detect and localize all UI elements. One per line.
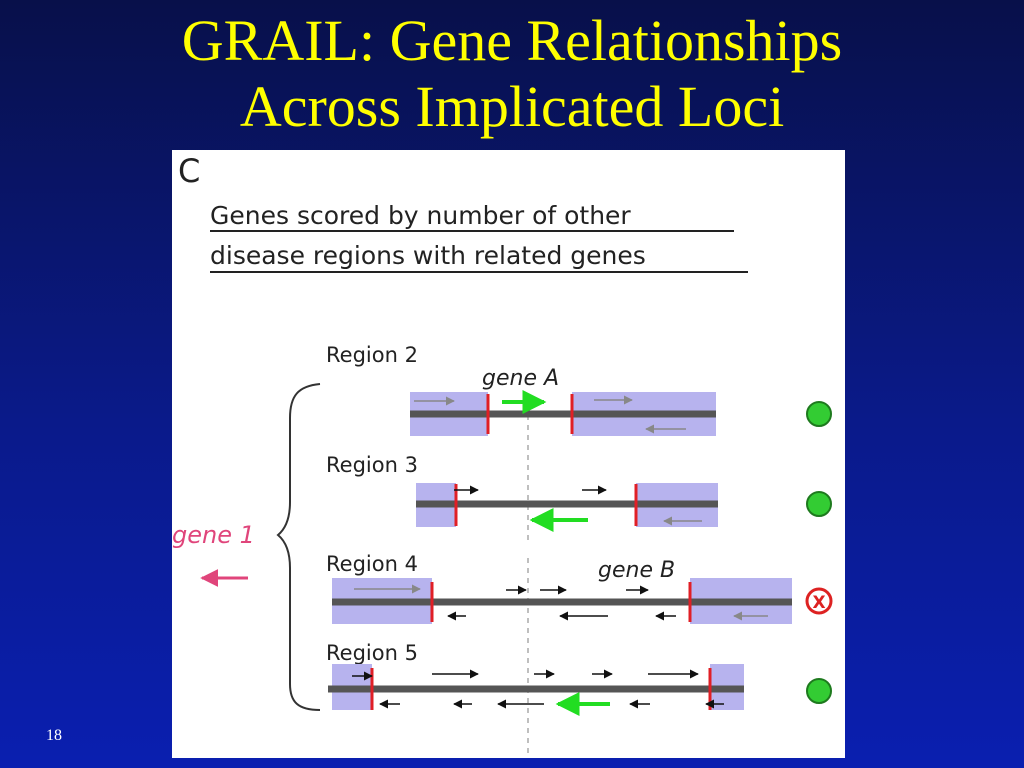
panel-heading-line-2: disease regions with related genes bbox=[210, 241, 646, 270]
slide-number: 18 bbox=[46, 727, 62, 744]
unrelated-mark: X bbox=[812, 593, 825, 613]
region-brace bbox=[276, 383, 321, 711]
region-2-label: Region 2 bbox=[326, 343, 418, 367]
panel-letter: C bbox=[178, 152, 200, 190]
region-5-related-indicator bbox=[806, 678, 832, 704]
region-3-label: Region 3 bbox=[326, 453, 418, 477]
region-4-label: Region 4 bbox=[326, 552, 418, 576]
gene-1-label: gene 1 bbox=[172, 521, 255, 549]
gene-b-label: gene B bbox=[598, 558, 675, 583]
region-5-label: Region 5 bbox=[326, 641, 418, 665]
region-2-related-indicator bbox=[806, 401, 832, 427]
region-4-unrelated-indicator bbox=[805, 587, 833, 615]
region-3-related-indicator bbox=[806, 491, 832, 517]
slide-title: GRAIL: Gene Relationships Across Implica… bbox=[0, 8, 1024, 140]
slide-title-line-2: Across Implicated Loci bbox=[239, 74, 785, 139]
figure-panel: C Genes scored by number of other diseas… bbox=[172, 150, 845, 758]
slide-title-line-1: GRAIL: Gene Relationships bbox=[181, 8, 843, 73]
panel-heading-line-1: Genes scored by number of other bbox=[210, 201, 631, 230]
gene-a-label: gene A bbox=[482, 366, 559, 391]
region-diagram: C Genes scored by number of other diseas… bbox=[172, 152, 833, 756]
